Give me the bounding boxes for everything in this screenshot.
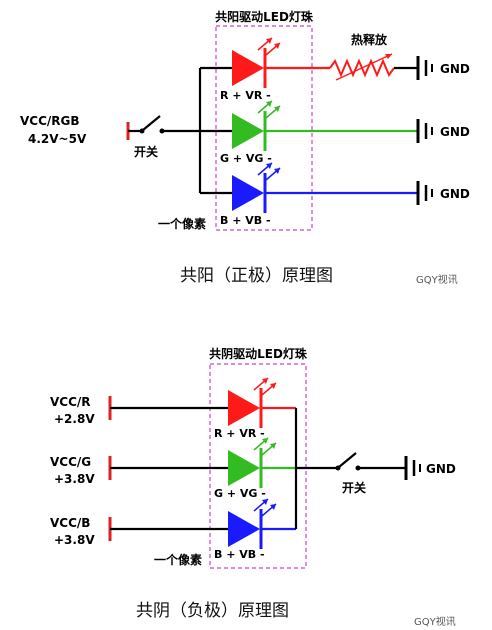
common-cathode-diagram: 共阴驱动LED灯珠 VCC/R +2.8V VCC/G +3.8V VCC/B …: [50, 346, 456, 628]
top-watermark: GQY视讯: [416, 273, 458, 286]
bottom-caption: 共阴（负极）原理图: [136, 601, 289, 621]
top-switch-lever: [142, 115, 161, 131]
bottom-green-led-label: G + VG -: [214, 487, 266, 500]
top-blue-led-label: B + VB -: [220, 214, 271, 227]
bottom-source-r-label-2: +2.8V: [54, 412, 95, 426]
bottom-switch-contact-b: [355, 465, 361, 471]
top-blue-led: [232, 162, 418, 213]
top-red-led: [232, 37, 330, 88]
bottom-watermark: GQY视讯: [414, 615, 456, 628]
bottom-ground-symbol: [404, 456, 421, 480]
bottom-pixel-label: 一个像素: [154, 552, 202, 567]
bottom-red-led-label: R + VR -: [214, 427, 265, 440]
bottom-source-g-label-2: +3.8V: [54, 472, 95, 486]
top-source-label-1: VCC/RGB: [20, 114, 80, 128]
top-gnd-label-1: GND: [440, 62, 470, 76]
bottom-source-b-label-2: +3.8V: [54, 533, 95, 547]
bottom-red-led: [228, 377, 296, 428]
thermistor-label: 热释放: [351, 32, 388, 47]
top-red-led-label: R + VR -: [220, 89, 271, 102]
common-anode-diagram: 共阳驱动LED灯珠 VCC/RGB 4.2V~5V 开关 R + VR -: [20, 9, 470, 286]
bottom-green-led: [228, 437, 296, 488]
bottom-source-b-label-1: VCC/B: [50, 516, 90, 530]
top-green-led-label: G + VG -: [220, 152, 272, 165]
thermistor: [329, 53, 395, 81]
bottom-blue-led: [228, 498, 296, 549]
bottom-box-title: 共阴驱动LED灯珠: [209, 346, 308, 361]
top-source-label-2: 4.2V~5V: [28, 132, 87, 146]
top-gnd-label-2: GND: [440, 125, 470, 139]
top-switch-label: 开关: [134, 144, 158, 159]
bottom-source-g-label-1: VCC/G: [50, 455, 91, 469]
bottom-source-r-label-1: VCC/R: [50, 395, 91, 409]
top-pixel-label: 一个像素: [158, 216, 206, 231]
top-gnd-label-3: GND: [440, 187, 470, 201]
bottom-switch-lever: [338, 452, 357, 468]
bottom-switch-label: 开关: [342, 480, 366, 495]
bottom-blue-led-label: B + VB -: [214, 548, 265, 561]
top-ground-symbols: [416, 56, 433, 205]
bottom-gnd-label: GND: [426, 462, 456, 476]
top-caption: 共阳（正极）原理图: [180, 266, 333, 286]
top-switch-contact-b: [159, 128, 165, 134]
top-box-title: 共阳驱动LED灯珠: [215, 9, 314, 24]
led-package-box-top: [215, 25, 313, 231]
top-green-led: [232, 100, 418, 151]
led-package-box-bottom: [209, 363, 307, 569]
